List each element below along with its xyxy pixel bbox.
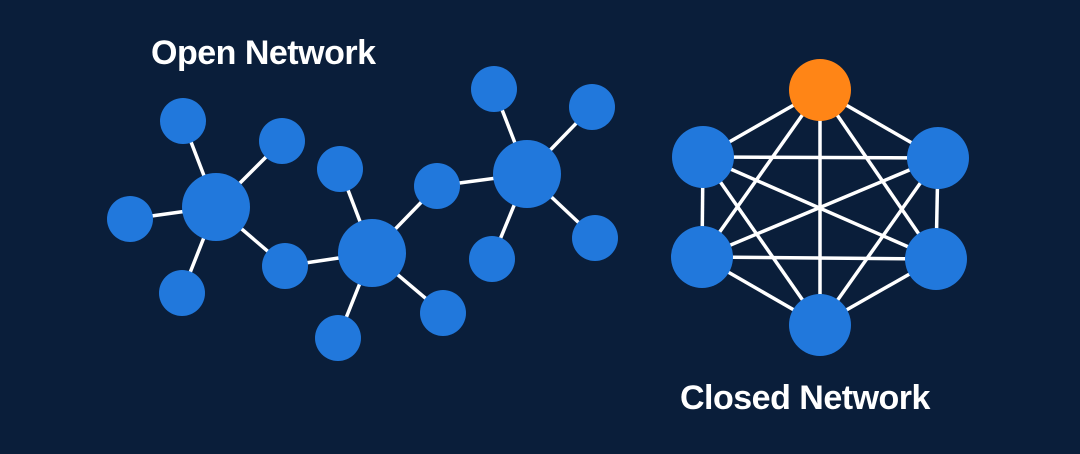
open-network-node bbox=[315, 315, 361, 361]
closed-network-node bbox=[672, 126, 734, 188]
open-network-node bbox=[420, 290, 466, 336]
open-network-title: Open Network bbox=[151, 34, 376, 72]
open-network-node bbox=[471, 66, 517, 112]
open-network-hub-node bbox=[493, 140, 561, 208]
open-network-node bbox=[107, 196, 153, 242]
open-network-node bbox=[569, 84, 615, 130]
closed-network-edge bbox=[701, 156, 939, 259]
closed-network-title: Closed Network bbox=[680, 379, 930, 417]
open-network-node bbox=[317, 146, 363, 192]
open-network-node bbox=[572, 215, 618, 261]
open-network-node bbox=[469, 236, 515, 282]
closed-network-edge bbox=[701, 155, 822, 327]
closed-network-edge bbox=[818, 89, 938, 260]
open-network-node bbox=[414, 163, 460, 209]
open-network-node bbox=[160, 98, 206, 144]
closed-network-node bbox=[905, 228, 967, 290]
open-network-hub-node bbox=[338, 219, 406, 287]
open-network-node bbox=[262, 243, 308, 289]
closed-network-highlight-node bbox=[789, 59, 851, 121]
closed-network-node bbox=[671, 226, 733, 288]
open-network-node bbox=[259, 118, 305, 164]
closed-network-edge bbox=[700, 88, 822, 259]
open-network-hub-node bbox=[182, 173, 250, 241]
open-network-node bbox=[159, 270, 205, 316]
closed-network-edge bbox=[701, 255, 937, 261]
closed-network-edge bbox=[702, 155, 939, 160]
closed-network-node bbox=[789, 294, 851, 356]
closed-network-edge bbox=[818, 156, 940, 327]
closed-network-node bbox=[907, 127, 969, 189]
